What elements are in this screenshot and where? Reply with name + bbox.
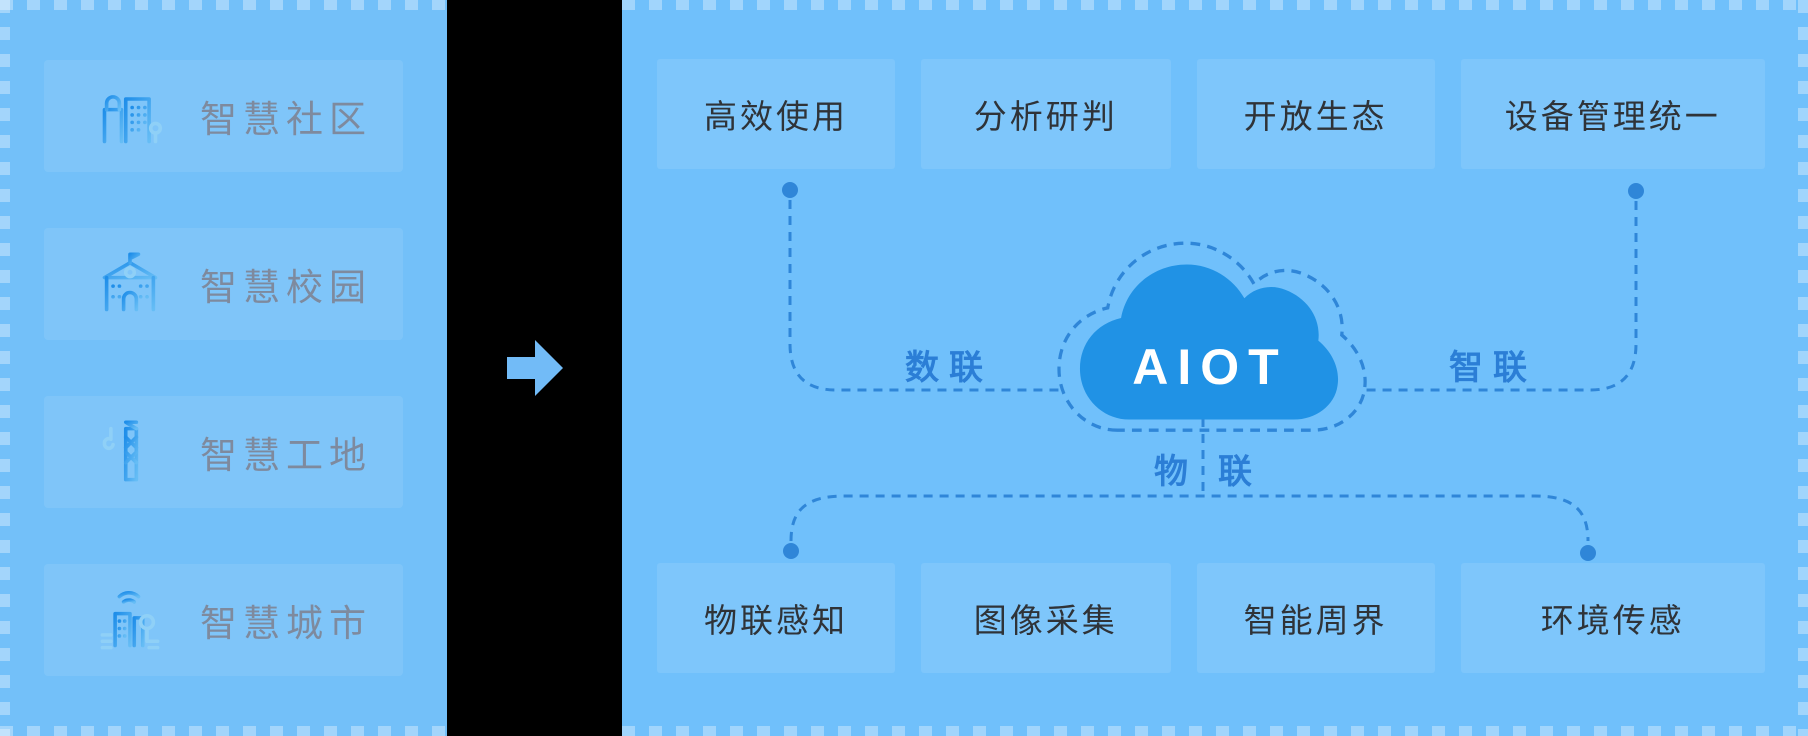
capability-label: 图像采集 [973,602,1118,639]
scene-label: 智慧城市 [200,603,372,644]
connector-dot-top-left [782,182,798,198]
smart-construction-site-icon [102,420,156,482]
panel-dashed-border-right [1798,0,1808,736]
capability-box-iot-sensing: 物联感知 [657,563,895,673]
capability-box-image-capture: 图像采集 [920,563,1171,673]
capability-label: 智能周界 [1243,602,1388,639]
right-arrow-icon [506,340,563,396]
iot-link-label-left: 物 [1154,453,1188,491]
scene-card-city: 智慧城市 [44,564,403,676]
capability-label: 环境传感 [1540,602,1685,639]
iot-link-label-right: 联 [1218,453,1252,491]
capability-label: 高效使用 [703,98,848,135]
panel-dashed-border-left [0,0,10,736]
capability-box-environment-sensing: 环境传感 [1460,563,1765,673]
panel-dashed-border-top [0,0,447,10]
scene-card-construction: 智慧工地 [44,396,403,508]
smart-campus-icon [100,252,160,312]
data-link-label: 数联 [905,349,993,387]
capability-label: 物联感知 [703,602,848,639]
panel-dashed-border-bottom [0,726,447,736]
capability-label: 分析研判 [973,98,1118,135]
connector-network [782,182,1644,561]
iot-link-label: 物 联 [1103,444,1303,493]
intelligence-link-label: 智联 [1449,349,1537,387]
aiot-panel: AIOT 数联 智联 物 联 高效使用 分析研判 开放生态 设备管理统一 物联感 [622,0,1808,736]
capability-box-open-ecosystem: 开放生态 [1196,59,1435,169]
scene-label: 智慧校园 [200,267,372,308]
smart-city-icon [100,591,160,650]
arrow-shaft [506,357,535,379]
data-link-connector [788,200,1065,392]
connector-dot-bottom-right [1580,545,1596,561]
smart-community-icon [98,88,163,144]
capability-box-analysis: 分析研判 [920,59,1171,169]
cloud-dashed-outline [1057,241,1367,432]
scene-card-campus: 智慧校园 [44,228,403,340]
capability-box-smart-perimeter: 智能周界 [1196,563,1435,673]
panel-dashed-border-bottom [622,726,1808,736]
scene-label: 智慧社区 [200,99,372,140]
scene-card-community: 智慧社区 [44,60,403,172]
capability-label: 开放生态 [1243,98,1388,135]
connector-dot-top-right [1628,183,1644,199]
scenes-panel: 智慧社区 智慧校园 智慧工地 [0,0,447,736]
capability-box-unified-device-management: 设备管理统一 [1460,59,1765,169]
panel-dashed-border-top [622,0,1808,10]
cloud-label: AIOT [1132,339,1288,395]
cloud-icon [1079,264,1339,420]
capability-label: 设备管理统一 [1504,98,1721,135]
iot-link-connector [789,494,1590,542]
capability-box-efficient-use: 高效使用 [657,59,895,169]
top-capability-row: 高效使用 分析研判 开放生态 设备管理统一 [657,59,1765,169]
arrow-head [534,340,563,396]
connector-dot-bottom-left [783,543,799,559]
scene-label: 智慧工地 [200,435,372,476]
intelligence-link-connector [1361,201,1638,392]
bottom-capability-row: 物联感知 图像采集 智能周界 环境传感 [657,563,1765,673]
divider-strip [447,0,622,736]
